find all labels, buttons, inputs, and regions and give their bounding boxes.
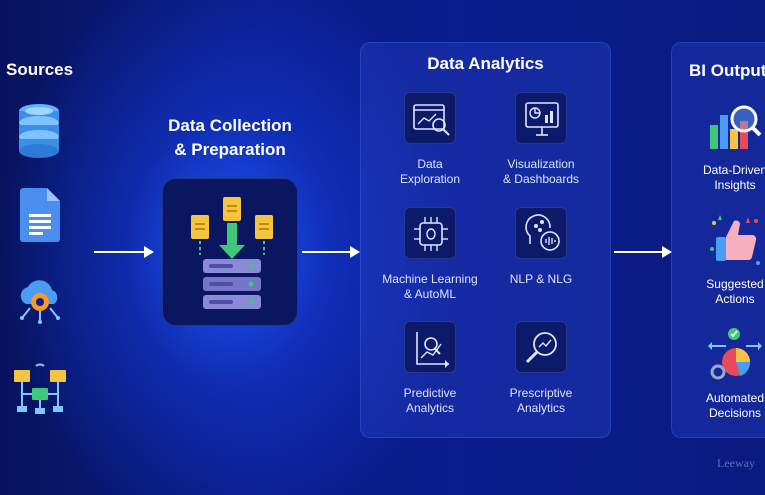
flow-arrow-sources-to-collection (94, 246, 154, 258)
analytics-title: Data Analytics (427, 54, 544, 73)
thumbs-up-icon (710, 215, 760, 265)
insight-chart-icon (710, 105, 762, 149)
collection-title-line2: & Preparation (174, 140, 286, 159)
files-to-server-icon (191, 197, 273, 309)
collection-title-line1: Data Collection (168, 116, 292, 135)
analytics-panel (360, 42, 611, 438)
collection-card (162, 178, 298, 326)
data-exploration-icon (404, 92, 456, 144)
database-icon (19, 104, 59, 158)
sources-title: Sources (6, 60, 74, 79)
cloud-gear-icon (20, 280, 60, 324)
brand-watermark: Leeway (717, 456, 755, 470)
ai-chip-icon (404, 207, 456, 259)
predictive-chart-icon (404, 321, 456, 373)
nlp-head-icon (515, 207, 567, 259)
flow-arrow-analytics-to-output (614, 246, 672, 258)
collection-title: Data Collection & Preparation (150, 114, 310, 162)
document-icon (20, 188, 60, 242)
automated-pie-icon (708, 328, 762, 380)
analytics-item-label: NLP & NLG (509, 272, 573, 286)
flow-arrow-collection-to-analytics (302, 246, 360, 258)
analytics-item-label: Machine Learning& AutoML (382, 272, 478, 301)
network-devices-icon (14, 363, 66, 414)
prescriptive-magnifier-icon (515, 321, 567, 373)
output-title: BI Output (689, 61, 765, 80)
analytics-item-label: Visualization& Dashboards (502, 157, 580, 186)
dashboard-presentation-icon (515, 92, 567, 144)
